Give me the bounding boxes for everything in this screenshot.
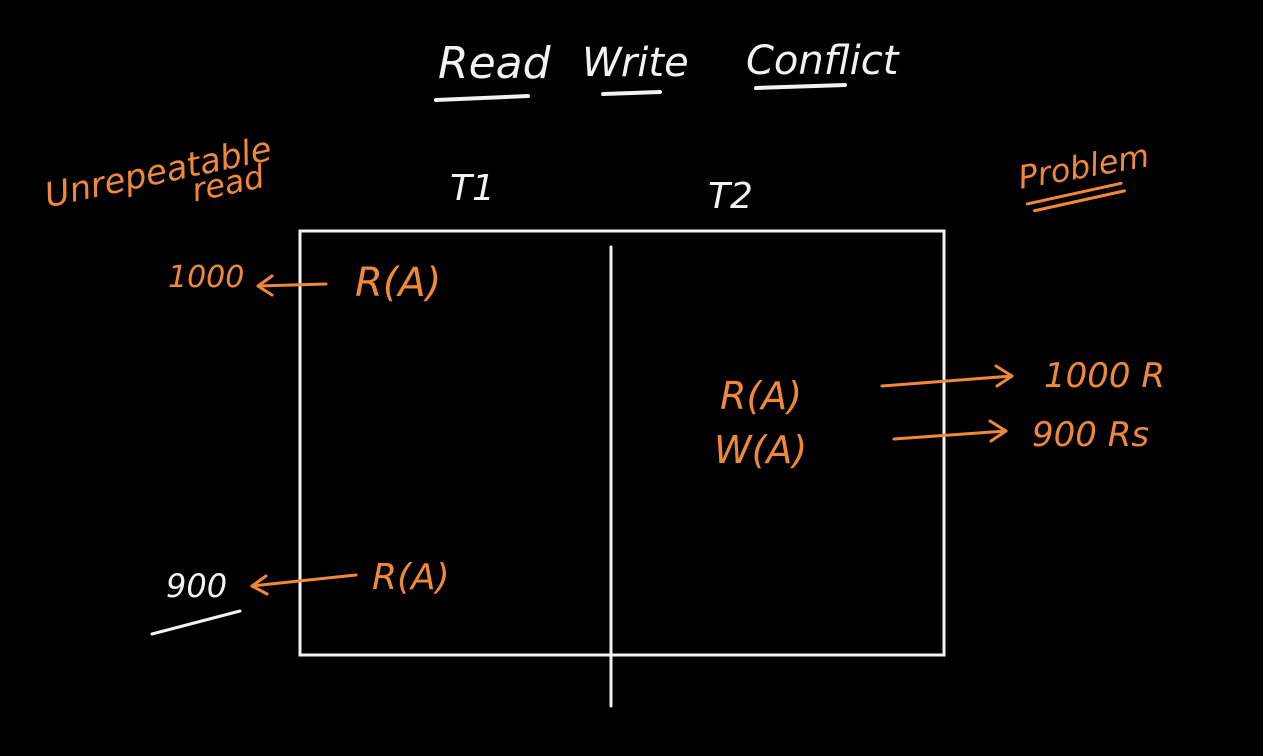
title: Read Write Conflict — [434, 38, 900, 102]
arrow-t2-read-to-value — [880, 364, 1014, 388]
title-word-write: Write — [582, 40, 689, 86]
right-note-underline-2 — [1033, 189, 1126, 213]
t2-value-read: 1000 R — [1044, 356, 1165, 396]
right-note: Problem — [1015, 136, 1152, 213]
right-note-underline-1 — [1025, 181, 1123, 206]
title-underline-write — [601, 90, 662, 96]
left-note: Unrepeatable read — [41, 129, 275, 216]
title-underline-conflict — [754, 83, 847, 90]
t2-value-write: 900 Rs — [1032, 415, 1149, 455]
title-word-conflict: Conflict — [746, 38, 900, 84]
arrow-t1-first-to-value — [256, 274, 328, 297]
column-header-t2: T2 — [708, 176, 753, 217]
t1-value-second-underline — [150, 609, 242, 636]
arrow-t1-second-to-value — [250, 573, 358, 596]
right-note-text: Problem — [1015, 136, 1152, 196]
column-header-t1: T1 — [450, 168, 495, 209]
arrow-t2-write-to-value — [892, 419, 1008, 443]
t2-op-write: W(A) — [714, 428, 807, 472]
title-word-read: Read — [438, 38, 552, 89]
t1-value-first: 1000 — [168, 260, 244, 295]
t1-value-second: 900 — [166, 567, 227, 605]
schedule-table-border — [298, 229, 946, 657]
t2-op-read: R(A) — [720, 374, 802, 418]
title-underline-read — [434, 94, 530, 102]
t1-op-first-read: R(A) — [355, 260, 441, 306]
t1-op-second-read: R(A) — [372, 557, 450, 598]
